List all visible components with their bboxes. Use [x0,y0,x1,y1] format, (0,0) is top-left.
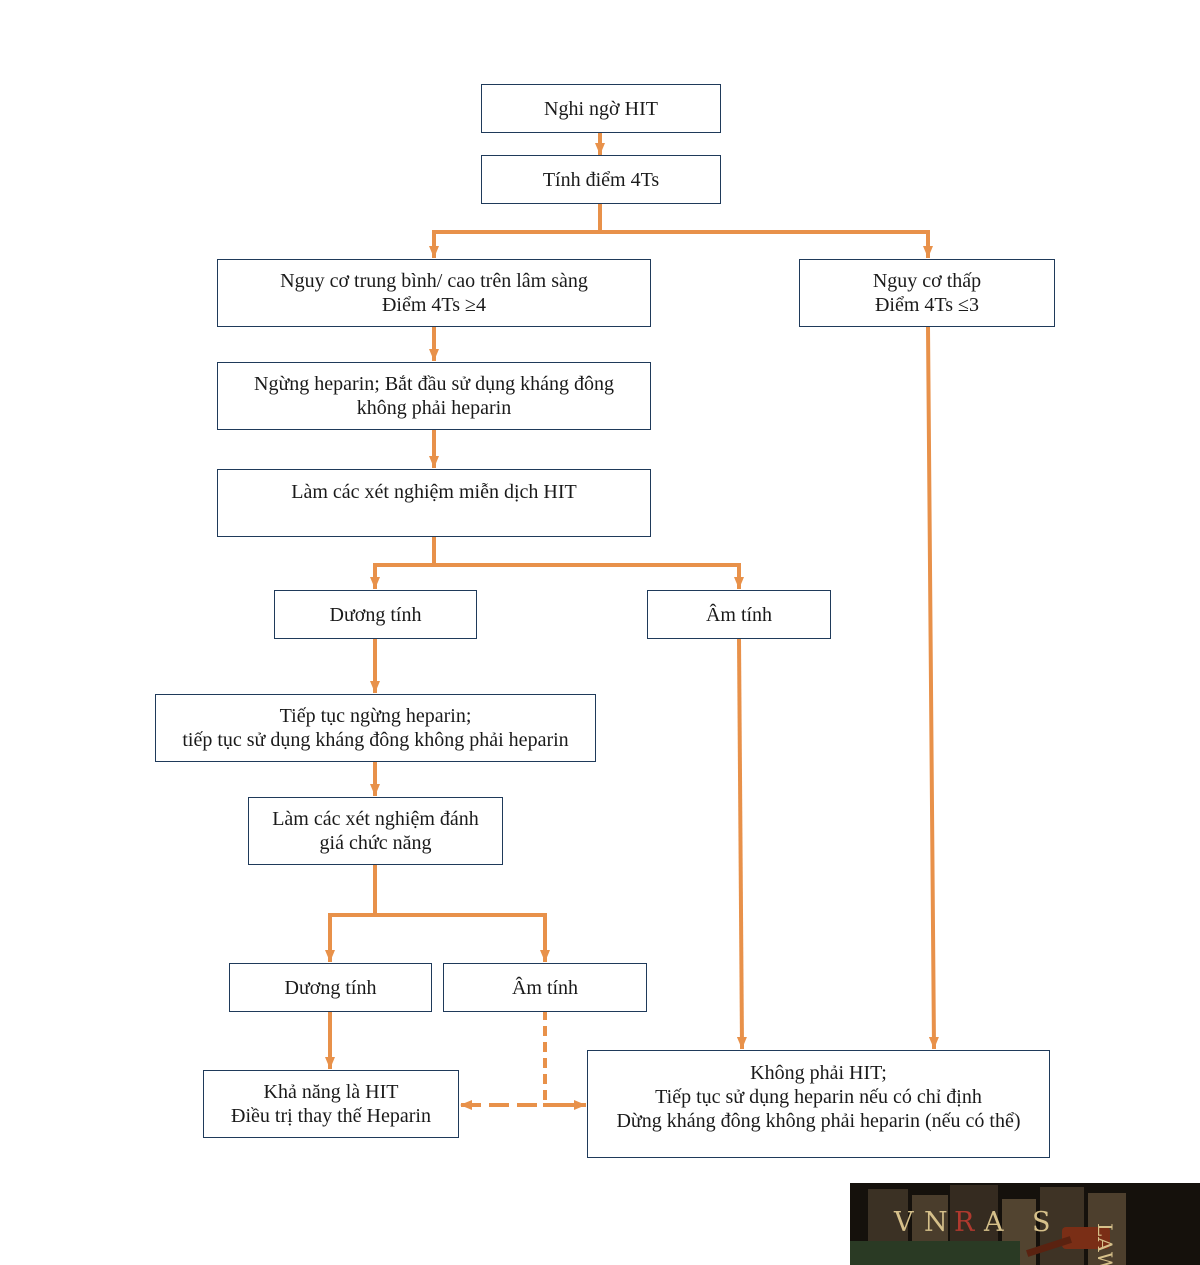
node-functional-test: Làm các xét nghiệm đánh giá chức năng [248,797,503,865]
node-immuno-negative-text: Âm tính [705,603,773,626]
node-functional-test-line2: giá chức năng [319,832,432,854]
logo-letter-n: N [924,1207,948,1238]
node-functional-negative-text: Âm tính [511,976,579,999]
node-4ts-score: Tính điểm 4Ts [481,155,721,204]
node-low-risk-line1: Nguy cơ thấp [872,270,982,292]
node-suspect-hit-text: Nghi ngờ HIT [544,97,658,120]
logo-letter-r: R [954,1207,975,1238]
node-continue-stop-heparin-line2: tiếp tục sử dụng kháng đông không phải h… [182,729,569,751]
node-low-risk: Nguy cơ thấp Điểm 4Ts ≤3 [799,259,1055,327]
node-likely-hit-line1: Khả năng là HIT [263,1081,399,1103]
node-4ts-score-text: Tính điểm 4Ts [542,168,660,191]
arrow-low-to-not-hit [925,324,939,1050]
vnras-law-logo: V N R A S LAW [850,1183,1200,1265]
node-mid-high-risk: Nguy cơ trung bình/ cao trên lâm sàng Đi… [217,259,651,327]
node-continue-stop-heparin-line1: Tiếp tục ngừng heparin; [279,705,472,727]
node-immuno-positive: Dương tính [274,590,477,639]
node-continue-stop-heparin: Tiếp tục ngừng heparin; tiếp tục sử dụng… [155,694,596,762]
node-functional-positive-text: Dương tính [284,976,377,999]
node-stop-heparin-line1: Ngừng heparin; Bắt đầu sử dụng kháng đôn… [254,373,614,395]
node-functional-negative: Âm tính [443,963,647,1012]
logo-law: LAW [1093,1223,1117,1265]
node-not-hit-line1: Không phải HIT; [750,1062,887,1084]
node-not-hit: Không phải HIT; Tiếp tục sử dụng heparin… [587,1050,1050,1158]
arrow-immuno-neg-to-not-hit [736,636,747,1050]
logo-letter-v: V [894,1207,914,1238]
node-immuno-test-text: Làm các xét nghiệm miễn dịch HIT [291,481,577,503]
logo-letter-s: S [1032,1207,1051,1238]
node-immuno-test: Làm các xét nghiệm miễn dịch HIT [217,469,651,537]
node-likely-hit-line2: Điều trị thay thế Heparin [231,1105,431,1127]
node-immuno-positive-text: Dương tính [329,603,422,626]
node-mid-high-risk-line2: Điểm 4Ts ≥4 [381,294,486,316]
node-not-hit-line2: Tiếp tục sử dụng heparin nếu có chỉ định [655,1086,982,1108]
node-mid-high-risk-line1: Nguy cơ trung bình/ cao trên lâm sàng [280,270,588,292]
node-low-risk-line2: Điểm 4Ts ≤3 [874,294,979,316]
node-functional-test-line1: Làm các xét nghiệm đánh [272,808,479,830]
node-not-hit-line3: Dừng kháng đông không phải heparin (nếu … [616,1110,1021,1132]
node-suspect-hit: Nghi ngờ HIT [481,84,721,133]
node-likely-hit: Khả năng là HIT Điều trị thay thế Hepari… [203,1070,459,1138]
node-functional-positive: Dương tính [229,963,432,1012]
node-stop-heparin: Ngừng heparin; Bắt đầu sử dụng kháng đôn… [217,362,651,430]
logo-letter-a: A [984,1207,1004,1238]
node-stop-heparin-line2: không phải heparin [356,397,512,419]
gavel-icon [1062,1227,1110,1249]
node-immuno-negative: Âm tính [647,590,831,639]
